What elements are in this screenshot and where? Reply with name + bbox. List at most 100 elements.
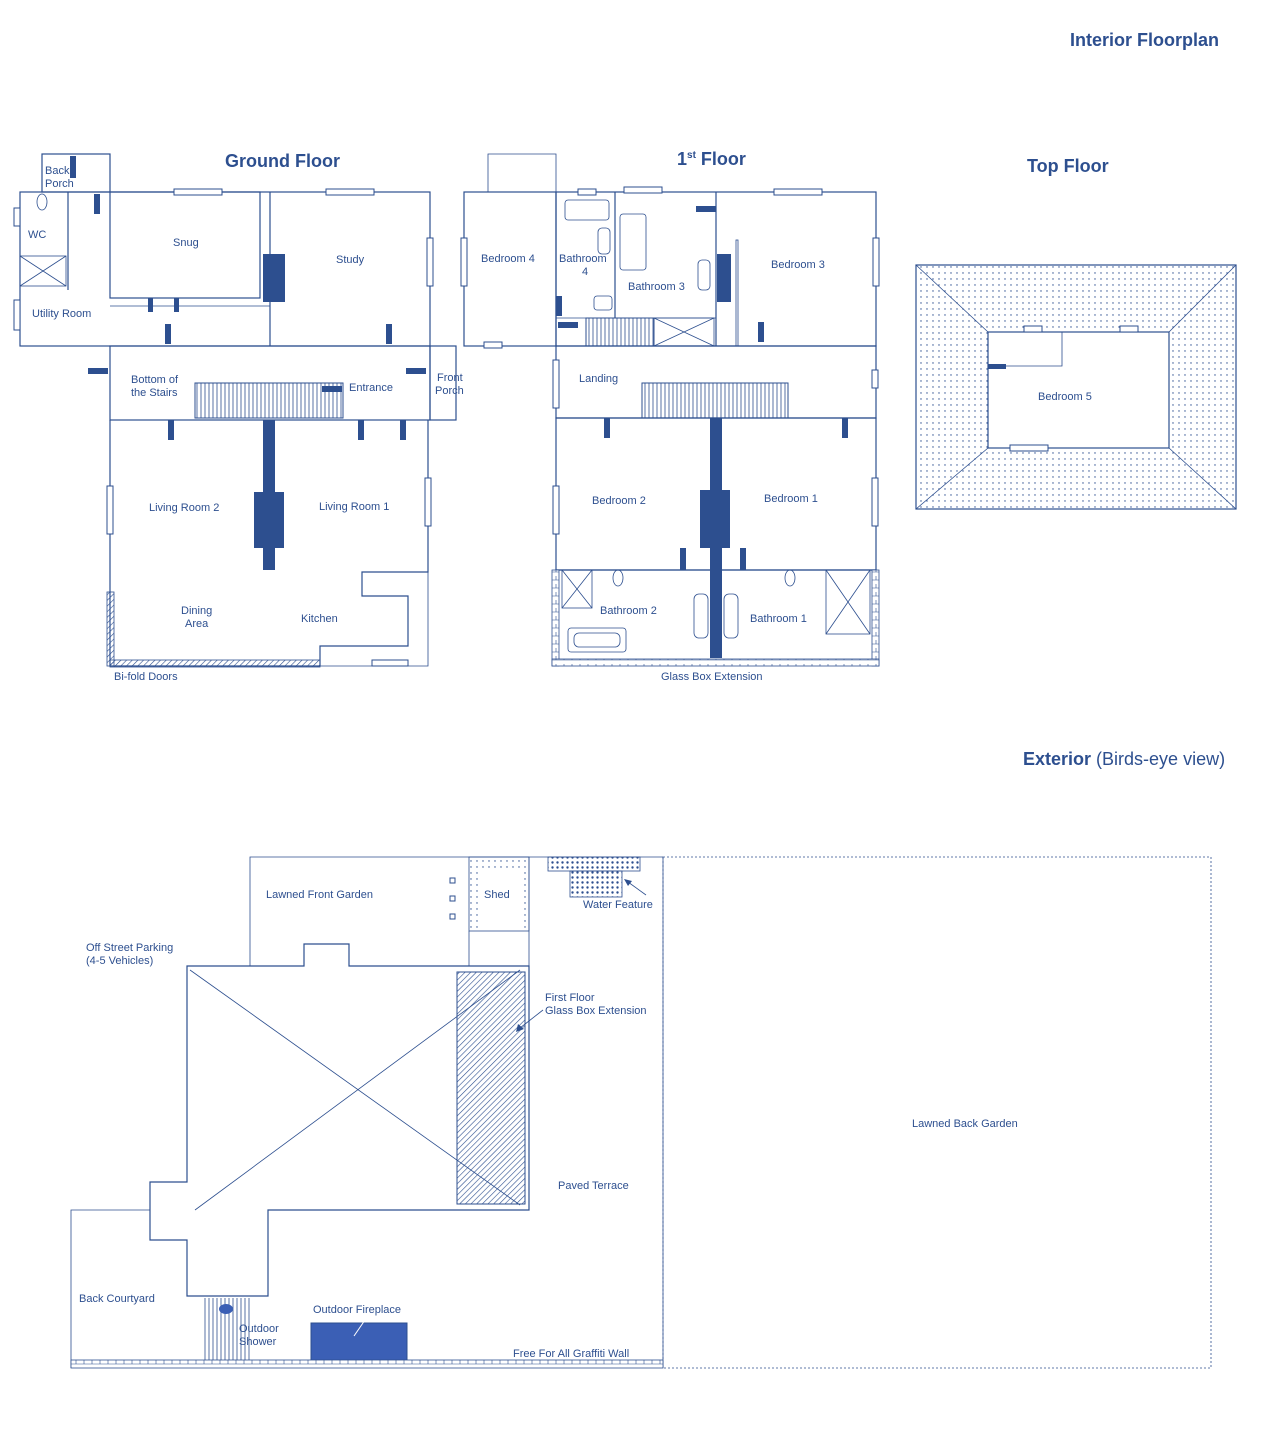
water-feature-label: Water Feature (583, 899, 653, 911)
first-staircase (641, 382, 789, 419)
bedroom-5-cupboard (988, 332, 1063, 367)
ground-chimney-rear (263, 254, 285, 302)
bedroom-1-door (842, 418, 848, 438)
bath-2-shower (561, 569, 593, 609)
glass-box-left-edge (551, 569, 560, 667)
living-room-2-label: Living Room 2 (149, 502, 219, 514)
landing-window (552, 359, 560, 409)
bath-1-sink (723, 593, 739, 639)
bath-2-tub (567, 627, 627, 653)
bollard-2 (449, 895, 456, 902)
water-feature-arrow (627, 881, 647, 896)
outdoor-fireplace-label: Outdoor Fireplace (313, 1304, 401, 1316)
bath-3-window (623, 186, 663, 194)
ground-floor-plan: Back Porch WC Utility Room Snug Study Bo… (13, 153, 464, 683)
bifold-doors-rear (109, 659, 321, 668)
graffiti-wall (70, 1359, 664, 1369)
ground-floor-title: Ground Floor (225, 151, 340, 171)
bathroom-4-label-2: 4 (582, 266, 588, 278)
lawned-front-garden-label: Lawned Front Garden (266, 889, 373, 901)
glass-box-arrowhead (516, 1024, 524, 1032)
bathroom-1-label: Bathroom 1 (750, 613, 807, 625)
bedroom-4-outline (463, 191, 557, 347)
dining-area-label-2: Area (185, 618, 209, 630)
house-footprint (149, 943, 530, 1297)
graffiti-wall-label: Free For All Graffiti Wall (513, 1348, 629, 1360)
ground-shower-tray (19, 255, 67, 287)
bedroom-5-door (988, 364, 1006, 369)
wc-window (13, 207, 21, 227)
courtyard-boundary (70, 1209, 150, 1368)
first-floor-plan: Bedroom 4 Bathroom 4 Bathroom 3 Bedroom … (460, 153, 880, 683)
study-window-top (325, 188, 375, 196)
bath-3-door (696, 206, 716, 212)
bedroom-4-label: Bedroom 4 (481, 253, 535, 265)
living-1-door-b (400, 420, 406, 440)
living-2-window (106, 485, 114, 535)
stair-door (322, 386, 342, 392)
parking-label-2: (4-5 Vehicles) (86, 955, 153, 967)
back-porch-door (70, 156, 76, 178)
back-porch-label-1: Back (45, 165, 70, 177)
living-room-1-label: Living Room 1 (319, 501, 389, 513)
glass-box-bottom-edge (551, 658, 880, 667)
bedroom-1-window (871, 477, 879, 527)
bath-4-window (577, 188, 597, 196)
bath-2-door (680, 548, 686, 570)
landing-window-right (871, 369, 879, 389)
bath-4-toilet (593, 295, 613, 311)
study-label: Study (336, 254, 365, 266)
bottom-stairs-label-2: the Stairs (131, 387, 178, 399)
bifold-doors-side (106, 591, 115, 667)
glass-box-arrow (519, 1009, 544, 1029)
utility-room-label: Utility Room (32, 308, 91, 320)
hall-side-door (88, 368, 108, 374)
exterior-title: Exterior (Birds-eye view) (1023, 749, 1225, 770)
snug-label: Snug (173, 237, 199, 249)
wc-label: WC (28, 229, 46, 241)
first-floor-projection (487, 153, 557, 192)
glass-box-roof (456, 971, 526, 1205)
bedroom-2-window (552, 485, 560, 535)
bedroom-3-window-side (872, 237, 880, 287)
snug-window (173, 188, 223, 196)
shed-label: Shed (484, 889, 510, 901)
back-porch-outline (41, 153, 111, 193)
shed-label-bg (478, 872, 520, 928)
study-window-side (426, 237, 434, 287)
outdoor-shower-label-1: Outdoor (239, 1323, 279, 1335)
bath-4-sink (597, 227, 611, 255)
bath-1-door (740, 548, 746, 570)
kitchen-label: Kitchen (301, 613, 338, 625)
top-floor-plan: Bedroom 5 (915, 264, 1237, 510)
bedroom-4-window-bottom (483, 341, 503, 349)
bath-3-tub (619, 213, 647, 271)
back-garden-boundary (662, 856, 1212, 1369)
bedroom-1-label: Bedroom 1 (764, 493, 818, 505)
ground-staircase (194, 382, 344, 419)
utility-window (13, 299, 21, 331)
glass-box-right-edge (871, 569, 880, 667)
ground-rear-block (19, 191, 431, 347)
first-chimney-breast (700, 490, 730, 548)
top-window-b (1119, 325, 1139, 333)
first-floor-ordinal: st (687, 150, 696, 161)
first-floor-number: 1 (677, 149, 688, 169)
back-courtyard-label: Back Courtyard (79, 1293, 155, 1305)
exterior-heading: Exterior (1023, 749, 1092, 769)
glass-box-ext-label-1: First Floor (545, 992, 595, 1004)
kitchen-window (371, 659, 409, 667)
back-porch-label-2: Porch (45, 178, 74, 190)
kitchen-outer-line (320, 572, 429, 667)
top-floor-title: Top Floor (1027, 156, 1109, 176)
bedroom-3-cupboard (735, 239, 739, 347)
first-shower-cross (653, 317, 715, 347)
snug-door-a (148, 298, 153, 312)
bath-2-sink (693, 593, 709, 639)
first-upper-stairs (585, 317, 655, 347)
bath-4-tub (564, 199, 610, 221)
snug-door-b (174, 298, 179, 312)
bottom-stairs-label-1: Bottom of (131, 374, 179, 386)
bifold-doors-label: Bi-fold Doors (114, 671, 178, 683)
